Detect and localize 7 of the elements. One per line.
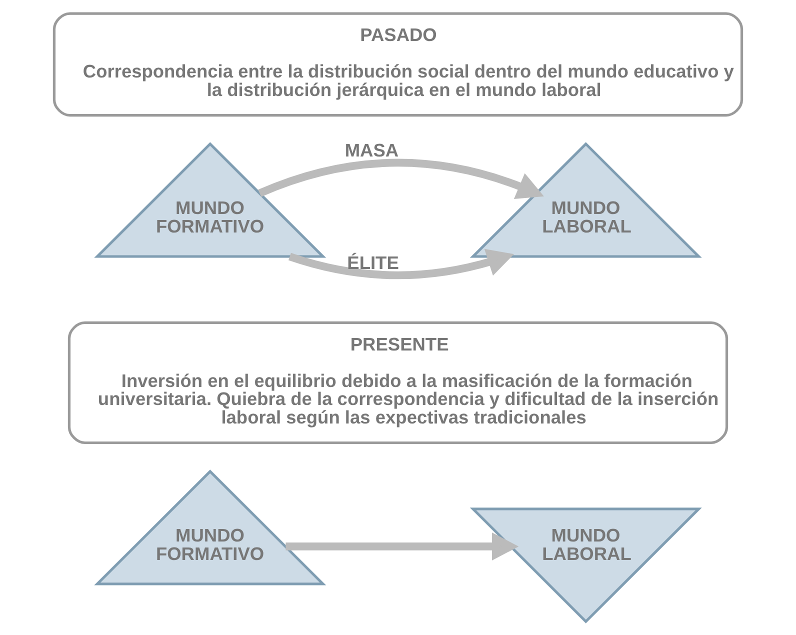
arrow xyxy=(286,532,519,560)
edge-label: MASA xyxy=(344,139,399,160)
node-box: PASADO Correspondencia entre la distribución social dentro del mundo educativo y la distribución jerárquica en el mundo laboral xyxy=(52,12,744,117)
arrow xyxy=(258,158,544,200)
edge-label: ÉLITE xyxy=(347,252,399,273)
arrow xyxy=(288,248,514,280)
node-box: PRESENTE Inversión en el equilibrio debido a la masificación de la formación universitaria. Quiebra de la correspondencia y dificultad de la inserción laboral según las expectivas tradicionales xyxy=(68,321,728,444)
